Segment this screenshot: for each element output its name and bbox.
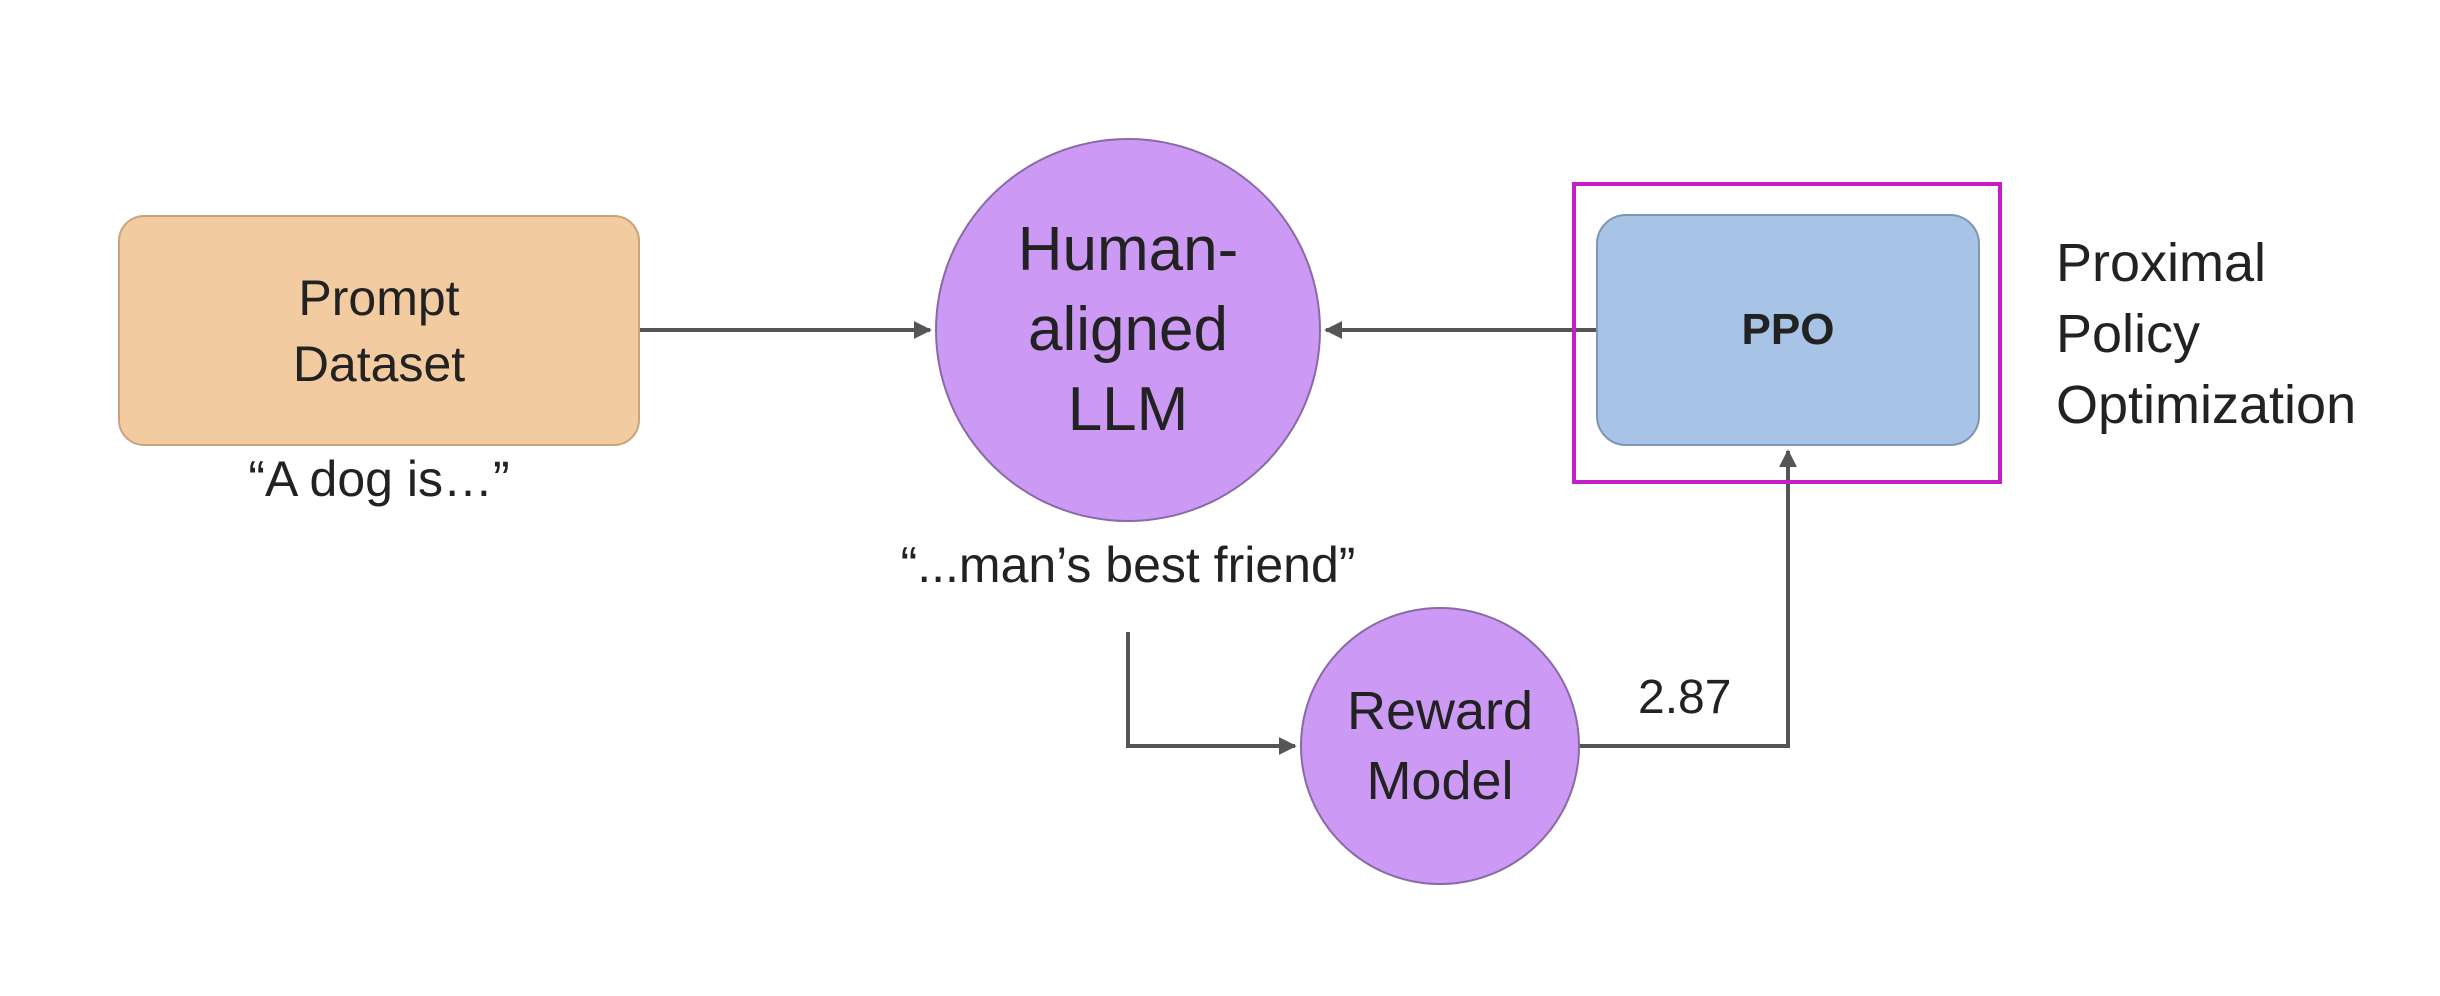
ppo-node: PPO: [1596, 214, 1980, 446]
arrow-reward-to-ppo: [1580, 449, 1797, 748]
ppo-highlight-box: [1572, 182, 2002, 484]
human-aligned-llm-node: Human- aligned LLM: [935, 138, 1321, 522]
arrow-llm-output-to-reward-model: [1126, 632, 1297, 755]
prompt-dataset-node: Prompt Dataset: [118, 215, 640, 446]
prompt-dataset-label: Prompt Dataset: [292, 269, 466, 392]
llm-label: Human- aligned LLM: [1017, 215, 1239, 444]
prompt-example-text: “A dog is…”: [248, 451, 510, 507]
reward-model-node: Reward Model: [1300, 607, 1580, 885]
llm-output-text: “...man’s best friend”: [900, 537, 1356, 593]
ppo-full-name-text: Proximal Policy Optimization: [2056, 233, 2357, 435]
ppo-label: PPO: [1741, 305, 1835, 354]
reward-value-text: 2.87: [1638, 671, 1732, 724]
reward-model-label: Reward Model: [1346, 681, 1534, 811]
